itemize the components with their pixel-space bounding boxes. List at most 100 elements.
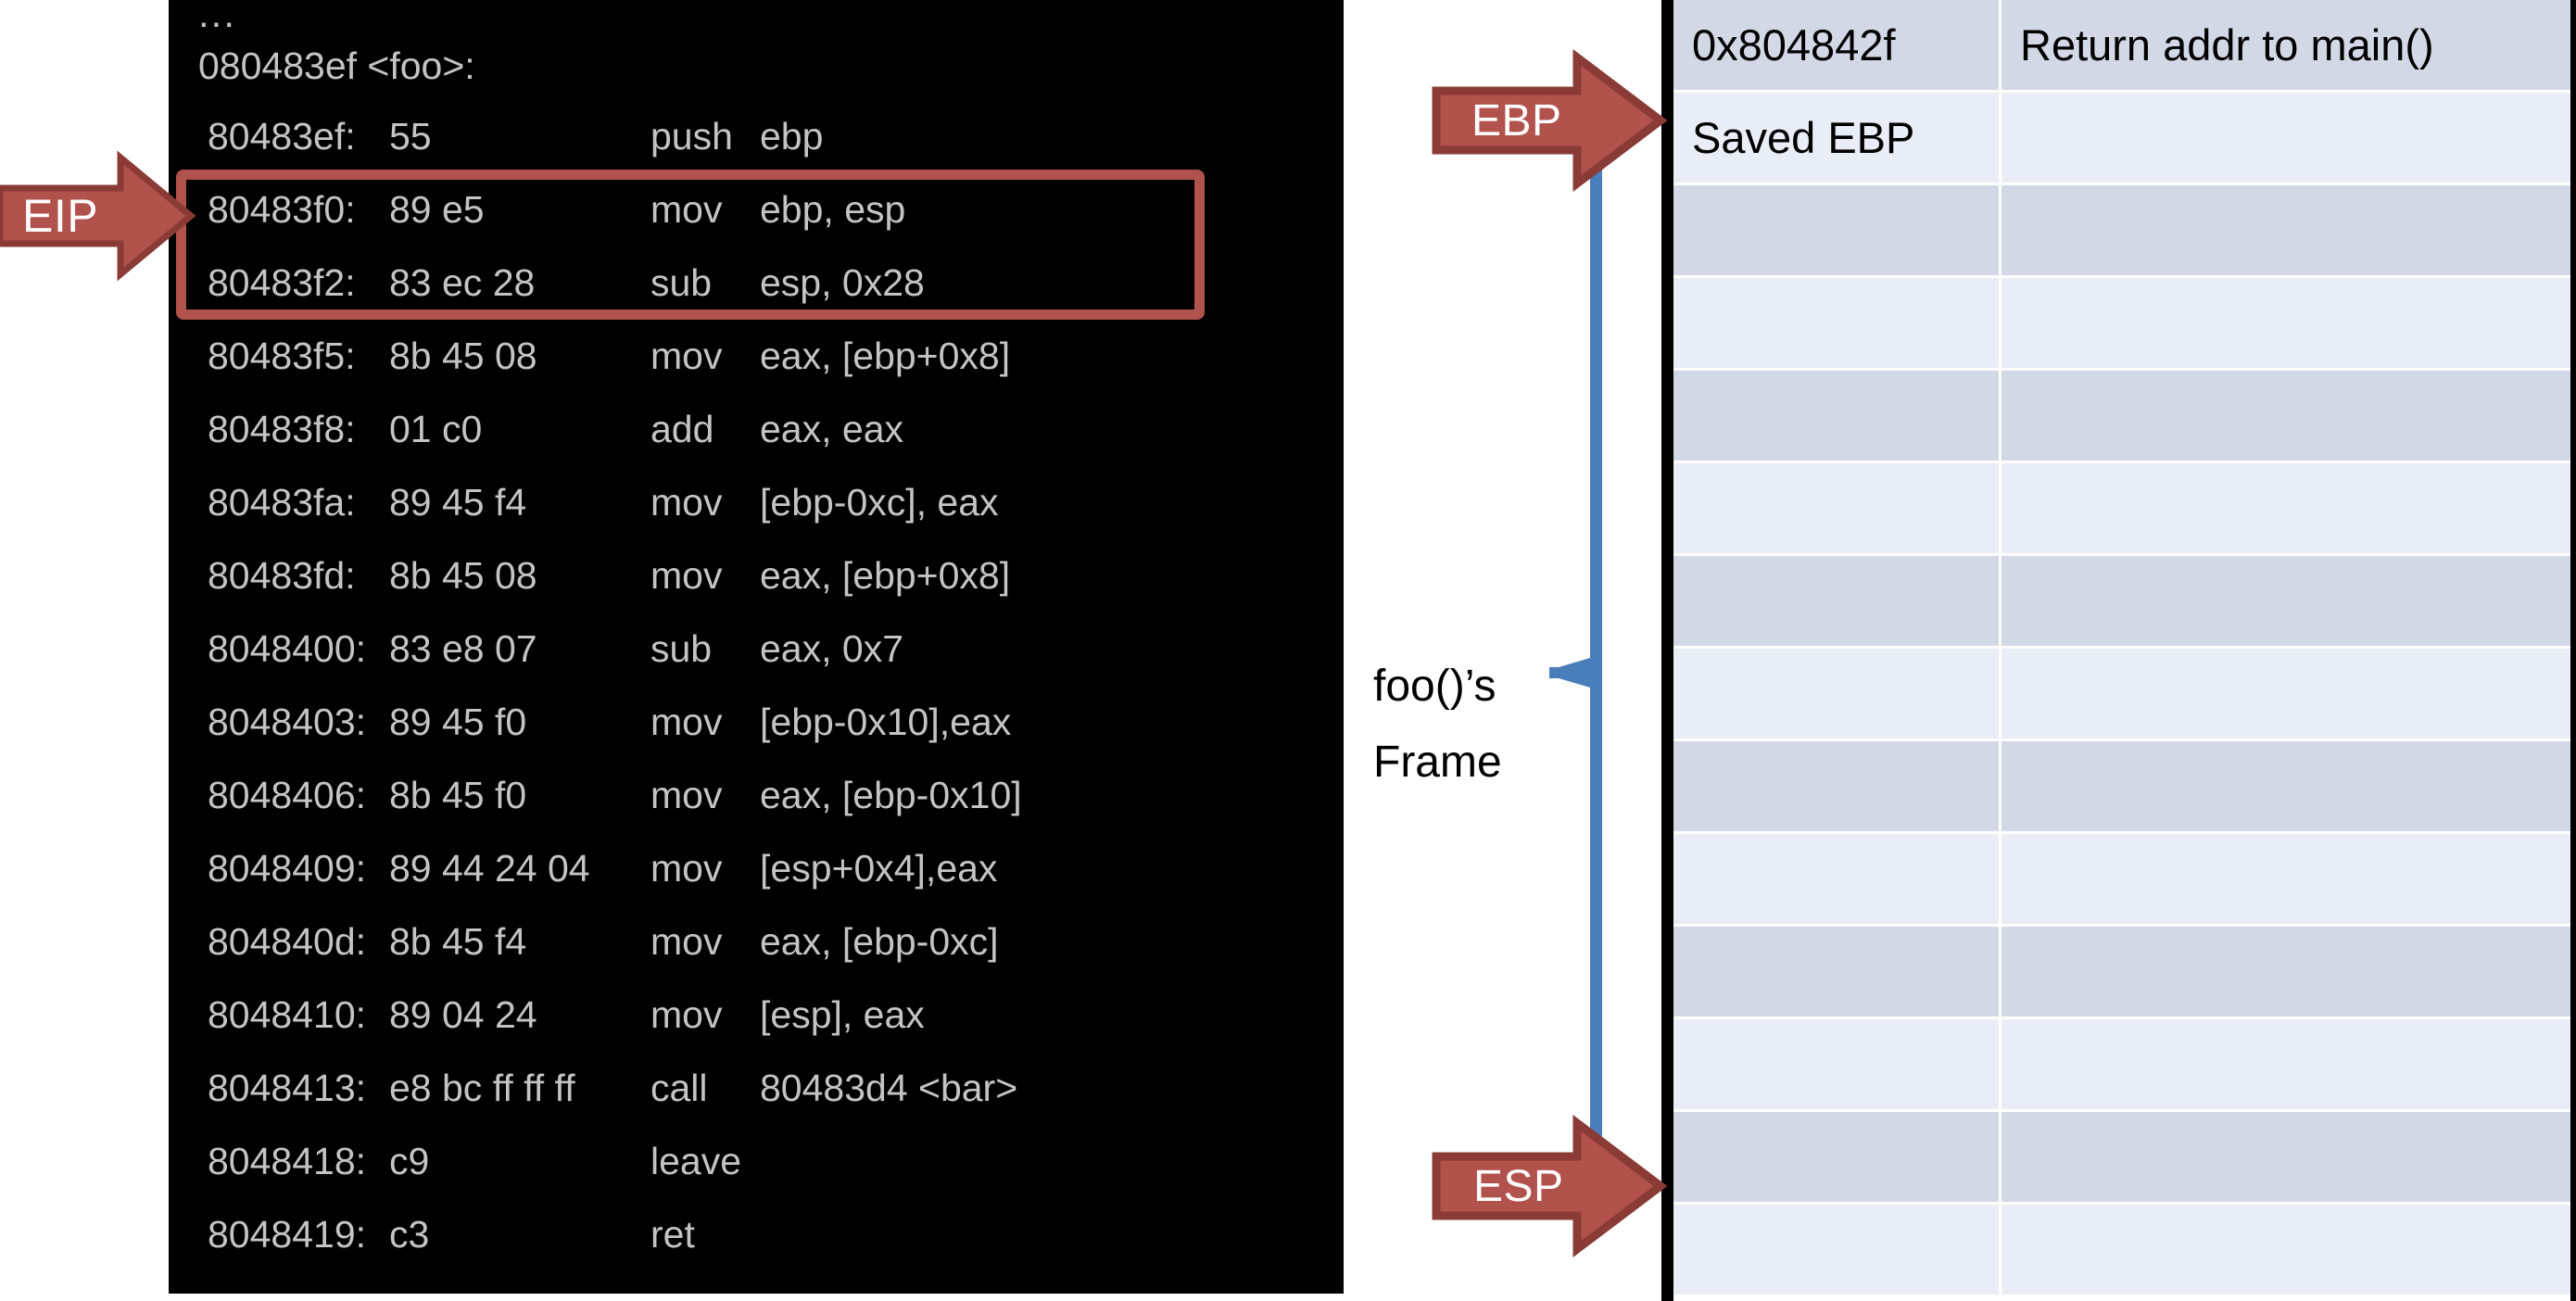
instruction-mnemonic: mov [650, 701, 723, 743]
stack-cell-description [2001, 278, 2576, 368]
stack-cell-description: Return addr to main() [2020, 20, 2434, 69]
instruction-mnemonic: leave [650, 1140, 742, 1182]
instruction-bytes: 01 c0 [389, 408, 483, 450]
esp-pointer-arrow: ESP [1432, 1114, 1668, 1258]
stack-cell-address: Saved EBP [1673, 93, 2001, 183]
instruction-mnemonic: sub [650, 261, 713, 304]
stack-row [1673, 185, 2576, 278]
instruction-operands: eax, 0x7 [760, 627, 903, 670]
instruction-operands: esp, 0x28 [760, 261, 925, 304]
instruction-address: 8048409: [208, 847, 367, 890]
stack-cell-description [2001, 463, 2576, 553]
instruction-bytes: c3 [389, 1213, 430, 1256]
stack-cell-address: 0x804842f [1673, 0, 2001, 90]
stack-cell-address [1673, 556, 2001, 646]
instruction-bytes: 8b 45 f0 [389, 774, 527, 816]
instruction-bytes: 8b 45 08 [389, 335, 537, 377]
stack-cell-address [1673, 649, 2001, 739]
stack-row [1673, 649, 2576, 741]
instruction-address: 80483fd: [208, 554, 356, 597]
instruction-address: 8048403: [208, 701, 367, 743]
stack-table: 0x804842f Return addr to main() Saved EBP [1661, 0, 2576, 1301]
instruction-row: 80483fa: 89 45 f4 mov [ebp-0xc], eax [169, 466, 1344, 539]
stack-cell-description [2001, 834, 2576, 924]
frame-label-line-1: foo()’s [1373, 662, 1496, 711]
stack-cell-address [1673, 1205, 2001, 1295]
instruction-operands: ebp, esp [760, 188, 906, 231]
instruction-operands: eax, eax [760, 408, 903, 450]
instruction-mnemonic: mov [650, 920, 723, 963]
instruction-operands: eax, [ebp+0x8] [760, 335, 1011, 377]
function-label: 080483ef <foo>: [198, 44, 475, 87]
instruction-bytes: 89 45 f4 [389, 481, 527, 524]
frame-bracket-icon [1549, 139, 1602, 1232]
instruction-address: 8048406: [208, 774, 367, 816]
instruction-operands: eax, [ebp-0x10] [760, 774, 1022, 816]
stack-row: 0x804842f Return addr to main() [1673, 0, 2576, 93]
instruction-mnemonic: mov [650, 481, 723, 524]
instruction-address: 80483f8: [208, 408, 356, 450]
instruction-operands: [esp+0x4],eax [760, 847, 998, 890]
stack-cell-description [2001, 1112, 2576, 1202]
instruction-address: 8048400: [208, 627, 367, 670]
instruction-operands: [ebp-0xc], eax [760, 481, 999, 524]
stack-cell-address [1673, 741, 2001, 831]
ebp-pointer-arrow: EBP [1432, 48, 1668, 193]
right-block-arrow-icon [0, 150, 196, 282]
instruction-bytes: 89 44 24 04 [389, 847, 590, 890]
stack-cell-address [1673, 1019, 2001, 1109]
instruction-address: 80483fa: [208, 481, 356, 524]
stack-row [1673, 741, 2576, 834]
instruction-address: 80483ef: [208, 115, 356, 158]
stack-cell-description [2001, 371, 2576, 461]
instruction-address: 8048419: [208, 1213, 367, 1256]
instruction-row: 80483f2: 83 ec 28 sub esp, 0x28 [169, 246, 1344, 320]
eip-pointer-arrow: EIP [0, 150, 196, 282]
stack-cell-address [1673, 834, 2001, 924]
instruction-bytes: 83 e8 07 [389, 627, 537, 670]
instruction-address: 8048418: [208, 1140, 367, 1182]
stack-row [1673, 834, 2576, 927]
instruction-address: 80483f0: [208, 188, 356, 231]
stack-cell-address [1673, 185, 2001, 275]
stack-row [1673, 371, 2576, 463]
stack-cell-description [2001, 1019, 2576, 1109]
instruction-row: 8048406: 8b 45 f0 mov eax, [ebp-0x10] [169, 759, 1344, 832]
instruction-address: 80483f2: [208, 261, 356, 304]
instruction-mnemonic: sub [650, 627, 713, 670]
instruction-operands: ebp [760, 115, 824, 158]
stack-cell-description [2001, 185, 2576, 275]
ellipsis-line: ... [198, 0, 237, 35]
instruction-bytes: 83 ec 28 [389, 261, 536, 304]
stack-cell-address [1673, 371, 2001, 461]
instruction-bytes: 55 [389, 115, 432, 158]
stack-cell-description [2001, 741, 2576, 831]
stack-cell-address [1673, 927, 2001, 1017]
stack-cell-address [1673, 278, 2001, 368]
stack-cell-description [2001, 93, 2576, 183]
instruction-row: 8048400: 83 e8 07 sub eax, 0x7 [169, 613, 1344, 686]
instruction-mnemonic: mov [650, 335, 723, 377]
instruction-bytes: e8 bc ff ff ff [389, 1067, 575, 1109]
instruction-mnemonic: mov [650, 188, 723, 231]
right-block-arrow-icon [1432, 1114, 1668, 1258]
instruction-bytes: c9 [389, 1140, 430, 1182]
instruction-operands: eax, [ebp+0x8] [760, 554, 1011, 597]
instruction-mnemonic: mov [650, 993, 723, 1036]
stack-row [1673, 556, 2576, 649]
instruction-mnemonic: mov [650, 554, 723, 597]
instruction-row: 8048418: c9 leave [169, 1125, 1344, 1198]
instruction-mnemonic: mov [650, 774, 723, 816]
instruction-bytes: 8b 45 f4 [389, 920, 527, 963]
instruction-operands: [ebp-0x10],eax [760, 701, 1012, 743]
